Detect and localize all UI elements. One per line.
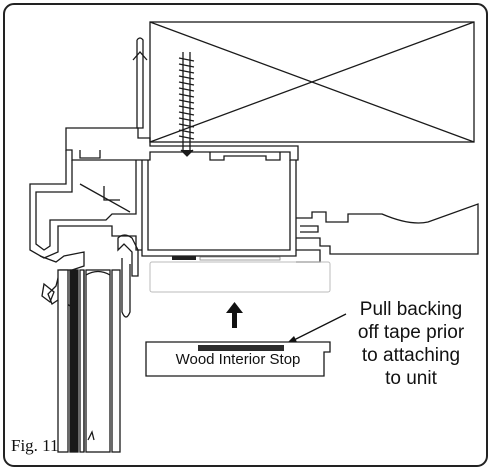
callout-leader-line: [285, 313, 347, 345]
wood-interior-stop: [145, 341, 331, 377]
stop-ghost-outline: [149, 261, 331, 293]
mounted-tape: [172, 256, 281, 261]
frame-extrusion: [29, 127, 479, 318]
tape-callout: Pull backing off tape prior to attaching…: [333, 298, 489, 390]
callout-line-3: to attaching: [361, 345, 461, 366]
screw-icon: [178, 52, 195, 157]
figure-number: Fig. 11: [11, 436, 59, 455]
nailing-fin: [132, 37, 148, 129]
glass-unit: [57, 269, 121, 453]
callout-line-1: Pull backing: [359, 299, 463, 320]
figure-border: [3, 3, 488, 467]
up-arrow-icon: [226, 302, 243, 328]
wood-header-block: [149, 21, 475, 143]
stop-part-label: Wood Interior Stop: [175, 351, 301, 368]
callout-line-4: to unit: [385, 368, 437, 389]
callout-line-2: off tape prior: [357, 322, 465, 343]
